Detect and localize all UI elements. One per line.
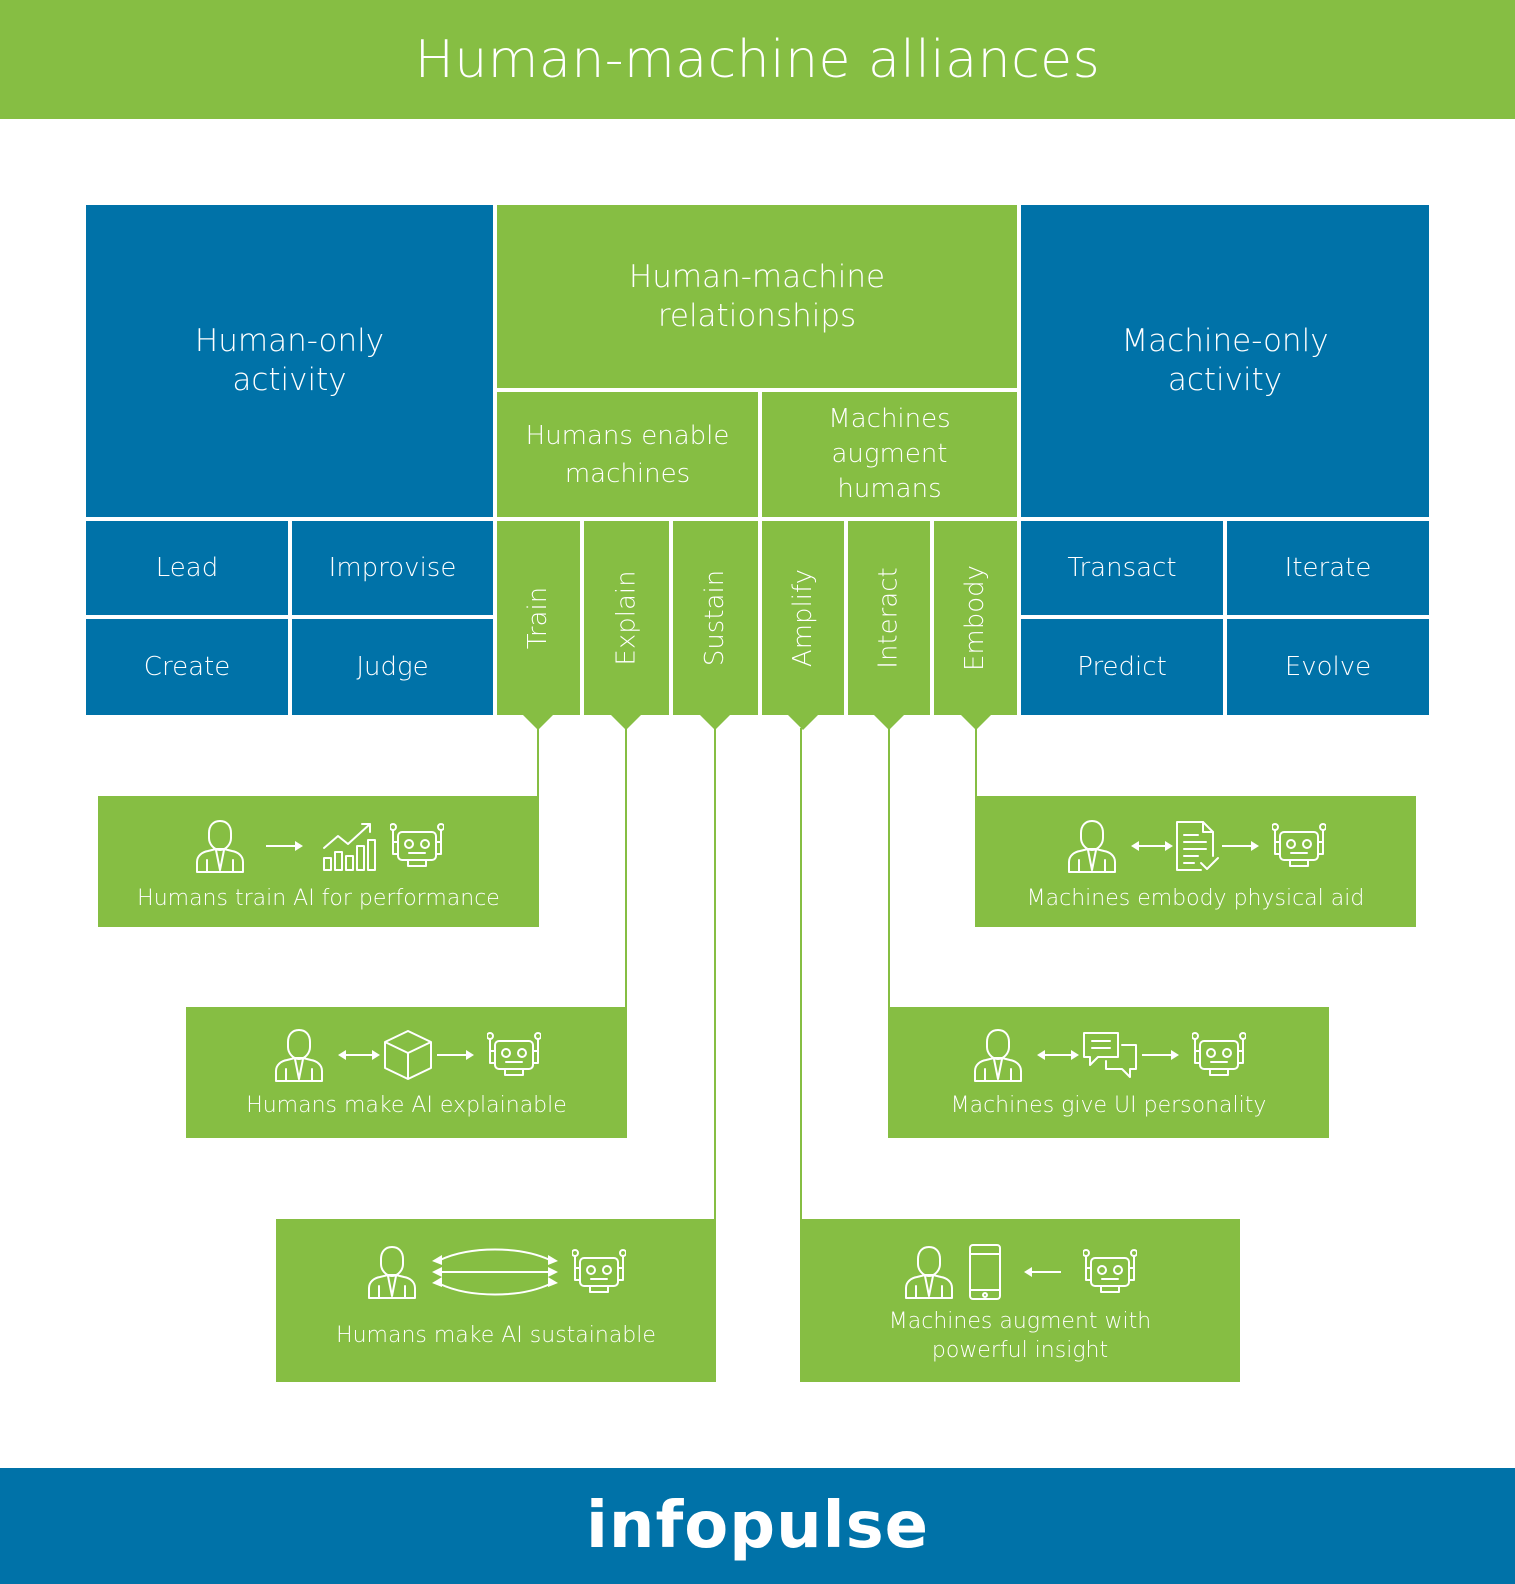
pointer-amplify bbox=[787, 714, 819, 730]
card-train: Humans train AI for performance bbox=[98, 796, 539, 927]
column-train: Train bbox=[497, 521, 580, 715]
card-embody: Machines embody physical aid bbox=[975, 796, 1416, 927]
pointer-sustain bbox=[699, 714, 731, 730]
cell-label: Iterate bbox=[1284, 553, 1372, 583]
footer-bar: infopulse bbox=[0, 1468, 1515, 1584]
arrow-right-icon bbox=[435, 1049, 475, 1061]
card-amplify: Machines augment with powerful insight bbox=[800, 1219, 1240, 1382]
cell-label: Predict bbox=[1077, 652, 1167, 682]
person-icon bbox=[273, 1027, 325, 1083]
relationships-title: Human-machine relationships bbox=[628, 258, 886, 334]
robot-icon bbox=[1192, 1031, 1246, 1079]
pointer-embody bbox=[960, 714, 992, 730]
brand-logo: infopulse bbox=[585, 1489, 930, 1563]
person-icon bbox=[194, 818, 246, 874]
cell-label: Transact bbox=[1067, 553, 1177, 583]
page-title: Human-machine alliances bbox=[414, 29, 1101, 90]
card-amplify-label-line1: Machines augment with bbox=[888, 1309, 1152, 1334]
human-cell-judge: Judge bbox=[292, 619, 493, 715]
column-sustain: Sustain bbox=[673, 521, 758, 715]
header-bar: Human-machine alliances bbox=[0, 0, 1515, 119]
arrow-right-icon bbox=[1220, 840, 1260, 852]
growth-chart-icon bbox=[322, 820, 378, 872]
arrow-right-icon bbox=[1140, 1049, 1180, 1061]
cell-label: Lead bbox=[155, 553, 219, 583]
cell-label: Create bbox=[143, 652, 231, 682]
robot-icon bbox=[1272, 822, 1326, 870]
pointer-train bbox=[522, 714, 554, 730]
human-cell-create: Create bbox=[86, 619, 288, 715]
machine-only-title-box: Machine-only activity bbox=[1021, 205, 1429, 517]
pointer-explain bbox=[610, 714, 642, 730]
column-embody: Embody bbox=[934, 521, 1017, 715]
card-sustain: Humans make AI sustainable bbox=[276, 1219, 716, 1382]
card-interact: Machines give UI personality bbox=[888, 1007, 1329, 1138]
column-pointers bbox=[522, 714, 992, 730]
arrow-right-icon bbox=[264, 840, 304, 852]
card-explain-label: Humans make AI explainable bbox=[246, 1093, 567, 1118]
column-amplify: Amplify bbox=[762, 521, 844, 715]
card-explain: Humans make AI explainable bbox=[186, 1007, 627, 1138]
machine-cell-iterate: Iterate bbox=[1227, 521, 1429, 615]
cell-label: Evolve bbox=[1284, 652, 1372, 682]
robot-icon bbox=[390, 822, 444, 870]
triple-arrows-icon bbox=[430, 1244, 560, 1300]
smartphone-icon bbox=[967, 1242, 1003, 1302]
robot-icon bbox=[1083, 1248, 1137, 1296]
double-arrow-icon bbox=[337, 1049, 381, 1061]
human-cell-improvise: Improvise bbox=[292, 521, 493, 615]
robot-icon bbox=[487, 1031, 541, 1079]
human-only-title-box: Human-only activity bbox=[86, 205, 493, 517]
human-only-title: Human-only activity bbox=[194, 323, 385, 398]
cell-label: Judge bbox=[356, 652, 429, 682]
machines-augment-box: Machines augment humans bbox=[762, 392, 1017, 517]
humans-enable-box: Humans enable machines bbox=[497, 392, 758, 517]
card-embody-label: Machines embody physical aid bbox=[1026, 886, 1365, 911]
machine-cell-evolve: Evolve bbox=[1227, 619, 1429, 715]
cube-icon bbox=[381, 1028, 435, 1082]
column-explain: Explain bbox=[584, 521, 669, 715]
relationships-title-box: Human-machine relationships bbox=[497, 205, 1017, 388]
machine-cell-predict: Predict bbox=[1021, 619, 1223, 715]
person-icon bbox=[903, 1244, 955, 1300]
column-interact: Interact bbox=[848, 521, 930, 715]
card-amplify-label-line2: powerful insight bbox=[931, 1338, 1109, 1363]
robot-icon bbox=[572, 1248, 626, 1296]
document-check-icon bbox=[1174, 819, 1220, 873]
double-arrow-icon bbox=[1130, 840, 1174, 852]
person-icon bbox=[366, 1244, 418, 1300]
person-icon bbox=[972, 1027, 1024, 1083]
arrow-left-icon bbox=[1023, 1266, 1063, 1278]
person-icon bbox=[1066, 818, 1118, 874]
machine-cell-transact: Transact bbox=[1021, 521, 1223, 615]
machine-only-title: Machine-only activity bbox=[1121, 323, 1329, 398]
card-train-label: Humans train AI for performance bbox=[137, 886, 500, 911]
pointer-interact bbox=[873, 714, 905, 730]
cell-label: Improvise bbox=[328, 553, 457, 583]
double-arrow-icon bbox=[1036, 1049, 1080, 1061]
chat-bubbles-icon bbox=[1080, 1029, 1140, 1081]
machines-augment-label: Machines augment humans bbox=[828, 404, 951, 504]
humans-enable-label: Humans enable machines bbox=[525, 420, 730, 489]
card-interact-label: Machines give UI personality bbox=[950, 1093, 1267, 1118]
human-cell-lead: Lead bbox=[86, 521, 288, 615]
card-sustain-label: Humans make AI sustainable bbox=[336, 1323, 656, 1348]
